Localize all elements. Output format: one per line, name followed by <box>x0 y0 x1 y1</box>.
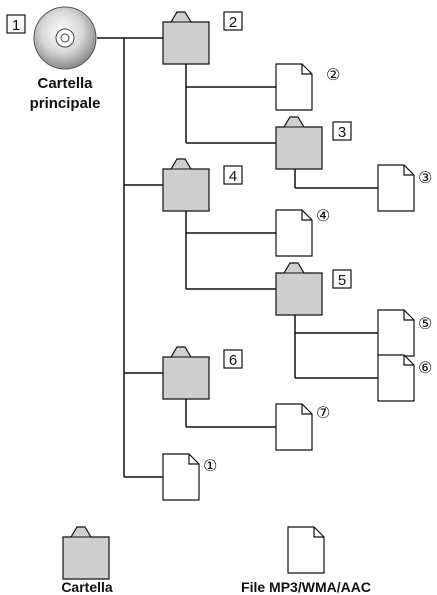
file-icon <box>275 209 313 257</box>
file-icon <box>377 309 415 357</box>
tree-connectors <box>97 37 378 478</box>
root-number: 1 <box>12 17 20 34</box>
folder-5: 5 <box>275 262 352 316</box>
file-number: ③ <box>418 168 432 187</box>
file-icon <box>287 526 325 574</box>
file-number: ⑤ <box>418 314 432 333</box>
folder-icon <box>62 526 110 580</box>
folder-icon <box>162 158 210 212</box>
folder-icon <box>162 11 210 65</box>
folder-number: 5 <box>338 272 346 289</box>
folder-icon <box>162 346 210 400</box>
file-number: ⑥ <box>418 358 432 377</box>
legend-file: File MP3/WMA/AAC <box>241 526 371 595</box>
folder-2: 2 <box>162 11 243 65</box>
file-7: ⑦ <box>275 403 330 451</box>
file-1: ① <box>162 453 217 501</box>
file-2: ② <box>275 63 340 111</box>
folder-number: 4 <box>229 168 237 185</box>
root-caption-line1: Cartella <box>37 75 93 92</box>
file-number: ① <box>203 456 217 475</box>
legend-folder: Cartella <box>61 526 113 595</box>
folder-number: 6 <box>229 352 237 369</box>
file-icon <box>275 403 313 451</box>
file-5: ⑤ <box>377 309 432 357</box>
file-icon <box>162 453 200 501</box>
folder-number: 2 <box>229 14 237 31</box>
file-3: ③ <box>377 164 432 212</box>
folder-number: 3 <box>338 124 346 141</box>
file-6: ⑥ <box>377 354 432 402</box>
file-number: ⑦ <box>316 403 330 422</box>
file-icon <box>377 164 415 212</box>
file-number: ② <box>326 65 340 84</box>
folder-icon <box>275 262 323 316</box>
file-4: ④ <box>275 206 330 257</box>
folder-6: 6 <box>162 346 243 400</box>
legend-file-label: File MP3/WMA/AAC <box>241 579 371 595</box>
folder-3: 3 <box>275 116 352 170</box>
root-caption-line2: principale <box>30 95 101 112</box>
folder-4: 4 <box>162 158 243 212</box>
file-number: ④ <box>316 206 330 225</box>
legend-folder-label: Cartella <box>61 579 113 595</box>
file-icon <box>377 354 415 402</box>
root-disc: 1 Cartella principale <box>6 6 101 112</box>
file-icon <box>275 63 313 111</box>
legend: Cartella File MP3/WMA/AAC <box>61 526 371 595</box>
root-number-box <box>6 14 26 34</box>
disc-icon <box>33 6 97 70</box>
folder-icon <box>275 116 323 170</box>
